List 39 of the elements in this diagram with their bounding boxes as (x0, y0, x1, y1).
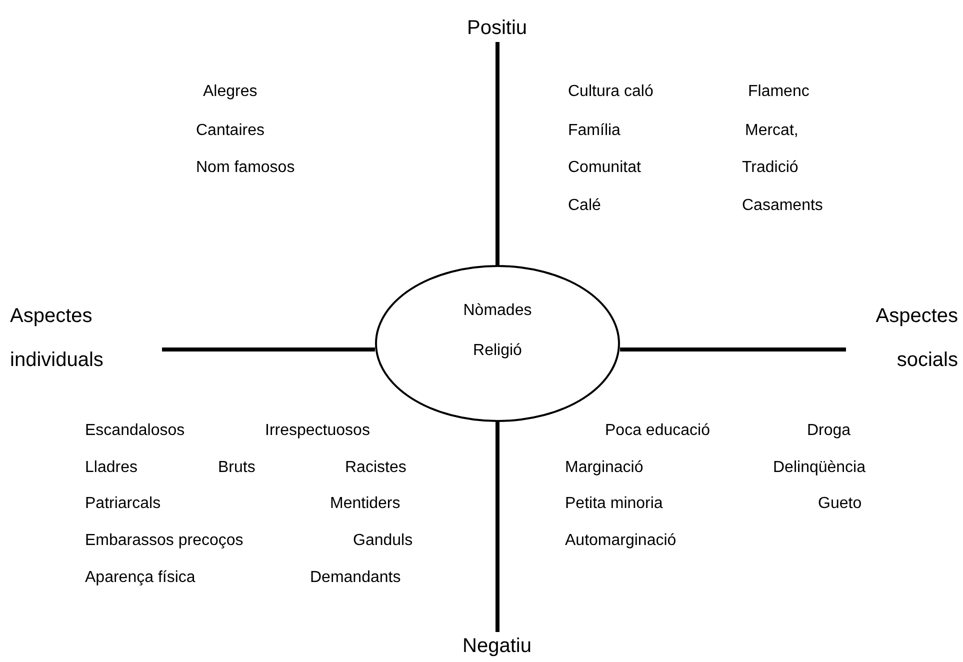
axis-line (496, 42, 500, 265)
quadrant-term: Mercat, (745, 121, 798, 140)
quadrant-term: Gueto (818, 494, 862, 513)
ellipse-label: Religió (472, 341, 523, 360)
quadrant-term: Marginació (565, 458, 644, 477)
quadrant-term: Bruts (218, 458, 256, 477)
axis-label: Positiu (440, 16, 554, 40)
quadrant-term: Mentiders (330, 494, 400, 513)
quadrant-term: Poca educació (605, 421, 710, 440)
quadrant-term: Tradició (742, 158, 798, 177)
quadrant-term: Automarginació (565, 531, 676, 550)
quadrant-term: Aparença física (85, 568, 196, 587)
axis-line (620, 348, 846, 352)
quadrant-term: Droga (807, 421, 851, 440)
quadrant-term: Irrespectuosos (265, 421, 370, 440)
quadrant-term: Ganduls (353, 531, 413, 550)
quadrant-term: Patriarcals (85, 494, 161, 513)
quadrant-term: Cantaires (196, 121, 264, 140)
quadrant-term: Cultura caló (568, 82, 654, 101)
quadrant-term: Delinqüència (773, 458, 866, 477)
quadrant-term: Escandalosos (85, 421, 185, 440)
quadrant-term: Alegres (203, 82, 258, 101)
quadrant-term: Comunitat (568, 158, 641, 177)
axis-line (496, 422, 500, 632)
quadrant-term: Petita minoria (565, 494, 663, 513)
quadrant-term: Lladres (85, 458, 138, 477)
quadrant-term: Embarassos precoços (85, 531, 244, 550)
ellipse-label: Nòmades (462, 301, 533, 320)
quadrant-term: Flamenc (748, 82, 810, 101)
quadrant-term: Demandants (310, 568, 401, 587)
axis-label: Aspectes individuals (10, 294, 160, 382)
axis-label: Aspectes socials (848, 294, 958, 382)
quadrant-term: Nom famosos (196, 158, 295, 177)
quadrant-term: Racistes (345, 458, 406, 477)
axis-label: Negatiu (440, 634, 554, 658)
quadrant-term: Calé (568, 196, 601, 215)
axis-line (162, 348, 375, 352)
quadrant-term: Casaments (742, 196, 823, 215)
quadrant-term: Família (568, 121, 620, 140)
